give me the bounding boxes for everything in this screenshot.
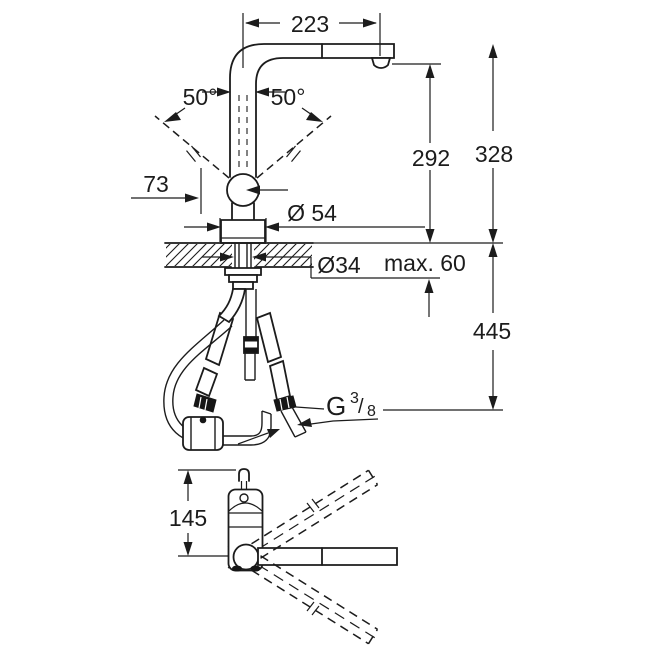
- label-below-deck-depth: 445: [473, 318, 511, 344]
- plan-view: 145: [169, 468, 398, 645]
- thread-slash: /: [358, 396, 364, 418]
- label-height-to-spout: 292: [412, 145, 450, 171]
- front-view: 223 50° 50° 73 Ø 54 Ø34 max. 60 292 328 …: [131, 11, 513, 451]
- label-angle-right: 50°: [271, 84, 306, 110]
- thread-numerator: 3: [350, 390, 359, 407]
- label-angle-left: 50°: [183, 84, 218, 110]
- handle-swing-dashed: [154, 115, 332, 179]
- plan-spout-swivel-up: [251, 469, 379, 559]
- countertop-section: [164, 242, 503, 268]
- label-base-diameter: Ø 54: [287, 200, 337, 226]
- thread-denominator: 8: [367, 403, 376, 420]
- label-handle-clearance: 73: [143, 171, 169, 197]
- front-view-labels: 223 50° 50° 73 Ø 54 Ø34 max. 60 292 328 …: [143, 11, 513, 421]
- plan-body: [227, 468, 264, 572]
- label-thread-size: G 3 / 8: [326, 390, 376, 421]
- label-hole-diameter: Ø34: [317, 252, 361, 278]
- label-deck-thickness: max. 60: [384, 250, 466, 276]
- plan-dimension-145: 145: [169, 469, 236, 557]
- faucet-body: [220, 43, 395, 290]
- dimensions: [131, 13, 503, 445]
- label-plan-depth: 145: [169, 505, 207, 531]
- plan-spout-solid: [257, 547, 398, 566]
- hoses: [163, 288, 307, 451]
- plan-spout-swivel-down: [251, 555, 379, 645]
- swivel-centerlines: [227, 472, 381, 642]
- label-height-total: 328: [475, 141, 513, 167]
- thread-g: G: [326, 391, 346, 421]
- label-spout-reach: 223: [291, 11, 329, 37]
